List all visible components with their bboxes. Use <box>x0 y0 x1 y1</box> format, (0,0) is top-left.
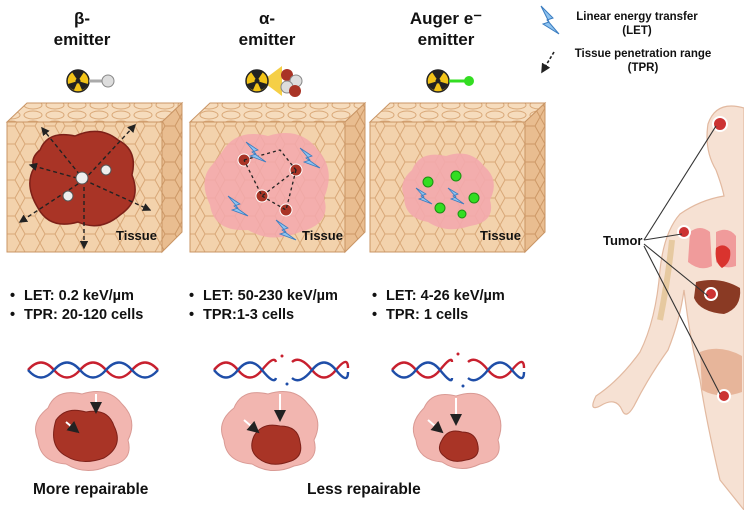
let-legend-line2: (LET) <box>622 25 652 37</box>
tpr-legend-line1: Tissue penetration range <box>574 48 712 60</box>
tumor-label: Tumor <box>603 233 643 248</box>
auger-tissue-cube <box>368 101 547 254</box>
tpr-legend-line2: (TPR) <box>627 62 659 74</box>
auger-title-line1: Auger e⁻ <box>409 9 483 28</box>
repair-tumor-beta <box>35 391 133 471</box>
alpha-tissue-cube <box>188 101 367 254</box>
alpha-let: LET: 50-230 keV/µm <box>189 287 338 306</box>
auger-source-icon <box>426 69 474 93</box>
auger-title-line2: emitter <box>417 30 475 49</box>
intestines <box>700 348 742 396</box>
beta-tpr: TPR: 20-120 cells <box>10 306 143 325</box>
let-legend-line1: Linear energy transfer <box>576 11 698 23</box>
auger-let: LET: 4-26 keV/µm <box>372 287 505 306</box>
beta-title-line2: emitter <box>53 30 111 49</box>
heart <box>715 245 731 268</box>
repair-tumor-auger <box>412 392 502 469</box>
beta-tissue-label: Tissue <box>116 228 157 243</box>
auger-emitter-title: Auger e⁻ emitter <box>386 8 506 50</box>
brain-tumor <box>712 116 728 132</box>
beta-emitter-title: β- emitter <box>22 8 142 50</box>
tumor-pointer-lines <box>643 125 721 395</box>
beta-source-icon <box>66 69 115 93</box>
more-repairable-label: More repairable <box>33 481 149 498</box>
alpha-source-icon <box>245 66 303 97</box>
dna-strand-auger <box>391 352 526 388</box>
dna-strand-beta <box>27 361 159 379</box>
beta-title-line1: β- <box>73 9 91 28</box>
auger-tumor-halo <box>402 153 494 230</box>
alpha-title-line1: α- <box>258 9 276 28</box>
repair-tumor-alpha <box>221 391 319 471</box>
auger-tpr: TPR: 1 cells <box>372 306 505 325</box>
less-repairable-label: Less repairable <box>307 481 421 498</box>
lightning-bolt-icon <box>540 5 560 35</box>
beta-properties: LET: 0.2 keV/µm TPR: 20-120 cells <box>10 287 143 325</box>
dna-strand-alpha <box>213 354 350 386</box>
alpha-tissue-label: Tissue <box>302 228 343 243</box>
alpha-properties: LET: 50-230 keV/µm TPR:1-3 cells <box>189 287 338 325</box>
alpha-tpr: TPR:1-3 cells <box>189 306 338 325</box>
auger-properties: LET: 4-26 keV/µm TPR: 1 cells <box>372 287 505 325</box>
beta-tissue-cube <box>5 101 184 254</box>
let-legend: Linear energy transfer (LET) <box>562 10 712 38</box>
dashed-arrow-icon <box>541 51 555 74</box>
beta-let: LET: 0.2 keV/µm <box>10 287 143 306</box>
arm-bone <box>657 239 675 321</box>
alpha-emitter-title: α- emitter <box>207 8 327 50</box>
tpr-legend: Tissue penetration range (TPR) <box>557 47 729 75</box>
human-body <box>592 105 744 510</box>
alpha-title-line2: emitter <box>238 30 296 49</box>
auger-tissue-label: Tissue <box>480 228 521 243</box>
